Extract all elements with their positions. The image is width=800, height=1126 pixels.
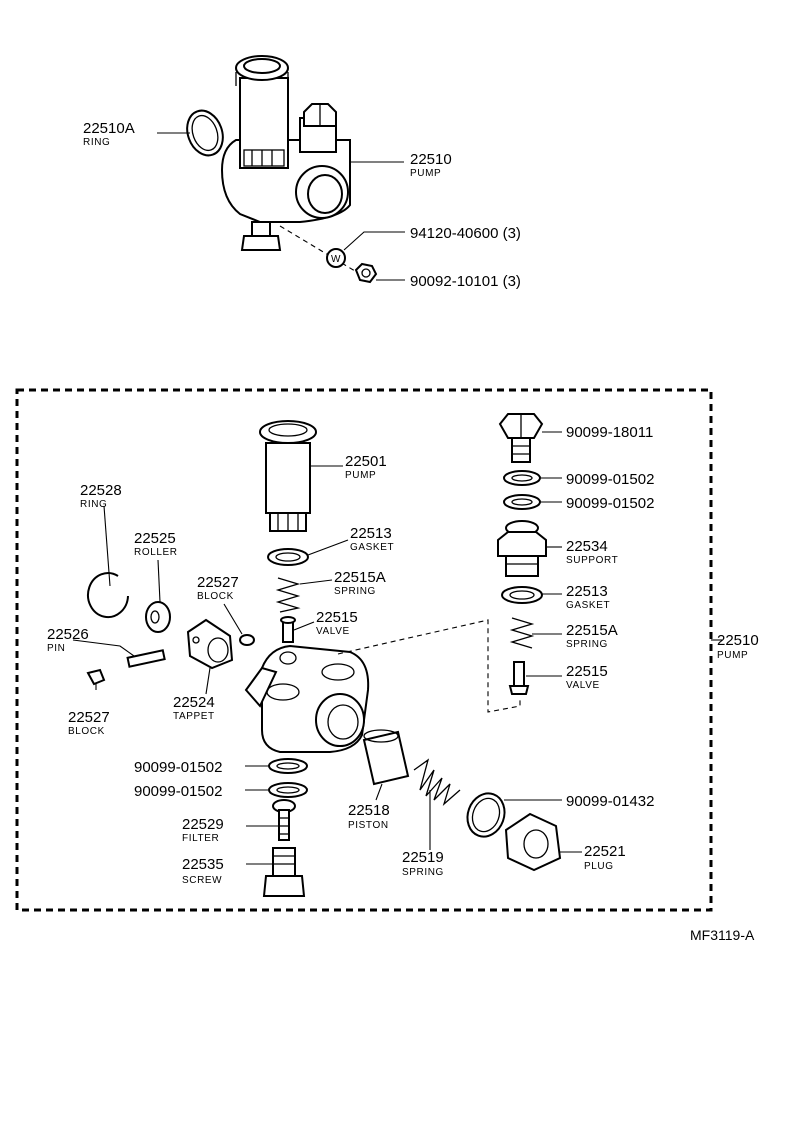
- callout-22521-name: PLUG: [584, 861, 614, 872]
- callout-22526-number: 22526: [47, 626, 89, 643]
- figure-reference: MF3119-A: [690, 927, 755, 943]
- callout-22510-group-name: PUMP: [717, 650, 748, 661]
- callout-22515a-name: SPRING: [334, 586, 376, 597]
- callout-22535-name: SCREW: [182, 875, 222, 886]
- callout-22519-number: 22519: [402, 849, 444, 866]
- callout-90099-01502-d-number: 90099-01502: [566, 495, 654, 512]
- callout-90099-01502-a-number: 90099-01502: [134, 759, 222, 776]
- callout-22510a-number: 22510A: [83, 120, 135, 137]
- callout-94120-number: 94120-40600 (3): [410, 225, 521, 242]
- callout-22513-name: GASKET: [350, 542, 394, 553]
- callout-22525-name: ROLLER: [134, 547, 178, 558]
- callout-22521-number: 22521: [584, 843, 626, 860]
- callout-22515a-right-number: 22515A: [566, 622, 618, 639]
- callout-90099-01502-b-number: 90099-01502: [134, 783, 222, 800]
- callout-22501-name: PUMP: [345, 470, 376, 481]
- callout-22513-number: 22513: [350, 525, 392, 542]
- callout-22534-number: 22534: [566, 538, 608, 555]
- callout-22510a-name: RING: [83, 137, 110, 148]
- callout-22515-number: 22515: [316, 609, 358, 626]
- callout-22515a-number: 22515A: [334, 569, 386, 586]
- callout-90099-18011-number: 90099-18011: [566, 424, 653, 441]
- washer-symbol: W: [331, 254, 341, 265]
- callout-22527-lower-number: 22527: [68, 709, 110, 726]
- callout-22525-number: 22525: [134, 530, 176, 547]
- callout-22519-name: SPRING: [402, 867, 444, 878]
- callout-22528-name: RING: [80, 499, 107, 510]
- upper-pump-assembly: W: [186, 55, 378, 284]
- callout-22526-name: PIN: [47, 643, 65, 654]
- exploded-view-frame: [15, 388, 713, 912]
- callout-22513-right-name: GASKET: [566, 600, 610, 611]
- callout-22513-right-number: 22513: [566, 583, 608, 600]
- callout-22524-number: 22524: [173, 694, 215, 711]
- exploded-view-parts: [86, 413, 562, 897]
- callout-22518-number: 22518: [348, 802, 390, 819]
- callout-22510-number: 22510: [410, 151, 452, 168]
- callout-90099-01502-c-number: 90099-01502: [566, 471, 654, 488]
- callout-22529-number: 22529: [182, 816, 224, 833]
- callout-22524-name: TAPPET: [173, 711, 215, 722]
- callout-22534-name: SUPPORT: [566, 555, 618, 566]
- callout-22518-name: PISTON: [348, 820, 389, 831]
- callout-22535-number: 22535: [182, 856, 224, 873]
- callout-22529-name: FILTER: [182, 833, 219, 844]
- callout-22501-number: 22501: [345, 453, 387, 470]
- callout-22515-right-name: VALVE: [566, 680, 600, 691]
- callout-22515-right-number: 22515: [566, 663, 608, 680]
- callout-22510-name: PUMP: [410, 168, 441, 179]
- callout-22527-upper-number: 22527: [197, 574, 239, 591]
- callout-90099-01432-number: 90099-01432: [566, 793, 654, 810]
- callout-22515-name: VALVE: [316, 626, 350, 637]
- callout-22510-group-number: 22510: [717, 632, 759, 649]
- callout-22527-upper-name: BLOCK: [197, 591, 234, 602]
- callout-90092-number: 90092-10101 (3): [410, 273, 521, 290]
- callout-22528-number: 22528: [80, 482, 122, 499]
- callout-22527-lower-name: BLOCK: [68, 726, 105, 737]
- callout-22515a-right-name: SPRING: [566, 639, 608, 650]
